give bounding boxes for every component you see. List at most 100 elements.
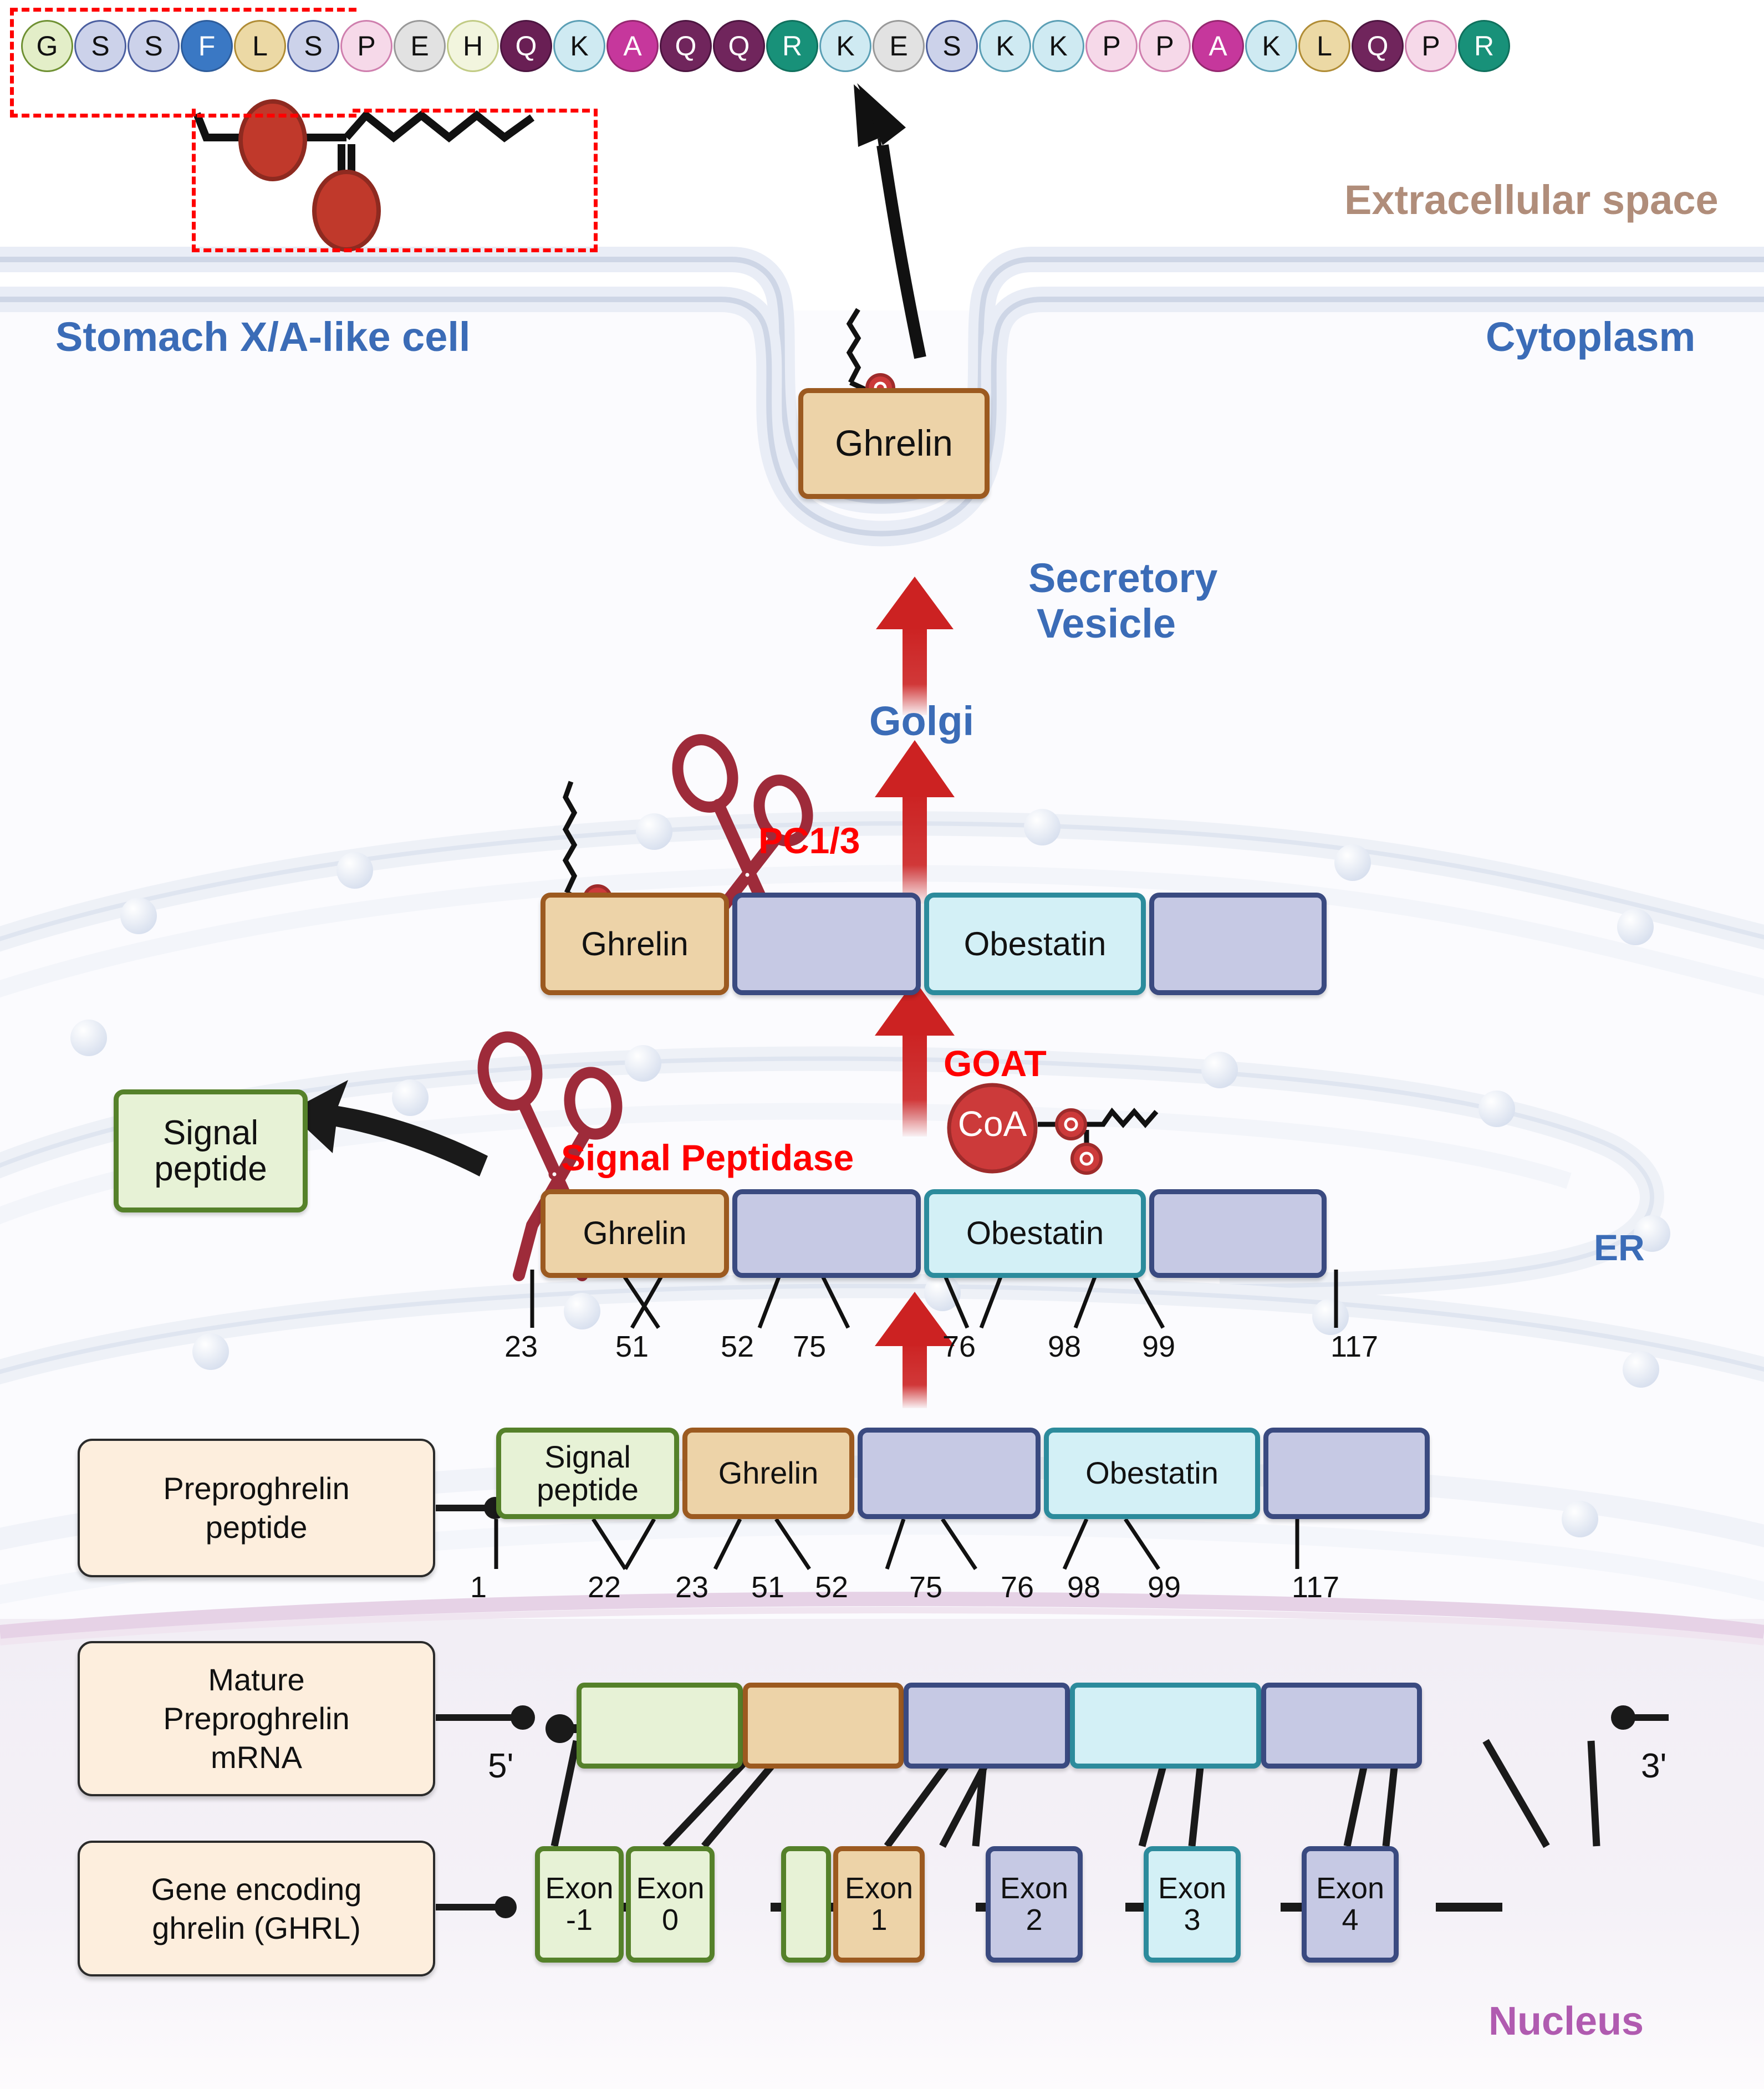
er-residue-number-75: 75 — [793, 1330, 827, 1363]
amino-acid-16: K — [819, 20, 871, 72]
amino-acid-13: Q — [660, 20, 712, 72]
amino-acid-22: P — [1139, 20, 1191, 72]
gene-exon-3 — [781, 1846, 831, 1963]
exon-label: Exon — [844, 1872, 914, 1905]
three-prime-label: 3' — [1641, 1747, 1667, 1785]
golgi-segment-4 — [1149, 893, 1327, 995]
gene-label-line2: ghrelin (GHRL) — [152, 1910, 361, 1945]
preproghrelin-residue-number-76: 76 — [1001, 1571, 1034, 1604]
gene-label-line1: Gene encoding — [151, 1871, 362, 1907]
golgi-segment-2 — [732, 893, 921, 995]
segment-label: Signal — [544, 1439, 631, 1474]
exon-label: Exon — [1000, 1872, 1069, 1905]
er-residue-number-23: 23 — [504, 1330, 538, 1363]
signal-peptide-line1: Signal — [162, 1113, 259, 1152]
ser3-highlight-box — [10, 8, 356, 118]
label-goat: GOAT — [944, 1043, 1047, 1084]
label-extracellular-space: Extracellular space — [1344, 177, 1719, 223]
er-residue-number-117: 117 — [1330, 1330, 1379, 1363]
mrna-segment-3 — [904, 1683, 1070, 1769]
released-signal-peptide-box: Signal peptide — [114, 1089, 308, 1212]
gene-exon-1: Exon-1 — [535, 1846, 624, 1963]
er-residue-number-98: 98 — [1048, 1330, 1082, 1363]
label-nucleus: Nucleus — [1488, 1999, 1644, 2044]
exon-label: Exon — [545, 1872, 614, 1905]
preproghrelin-residue-number-51: 51 — [751, 1571, 785, 1604]
amino-acid-11: K — [553, 20, 605, 72]
amino-acid-7: P — [340, 20, 392, 72]
preproghrelin-label-line1: Preproghrelin — [163, 1471, 350, 1506]
preproghrelin-segment-3 — [858, 1428, 1041, 1519]
amino-acid-10: Q — [500, 20, 552, 72]
mrna-segment-1 — [577, 1683, 743, 1769]
amino-acid-26: Q — [1352, 20, 1404, 72]
amino-acid-20: K — [1032, 20, 1084, 72]
amino-acid-24: K — [1245, 20, 1297, 72]
exon-label: Exon — [1158, 1872, 1227, 1905]
exon-label: Exon — [636, 1872, 705, 1905]
amino-acid-6: S — [287, 20, 339, 72]
exon-number: 0 — [661, 1903, 679, 1937]
label-signal-peptidase: Signal Peptidase — [561, 1137, 854, 1178]
exon-number: -1 — [565, 1903, 593, 1937]
segment-label: Ghrelin — [718, 1455, 819, 1491]
amino-acid-5: L — [234, 20, 286, 72]
amino-acid-21: P — [1085, 20, 1138, 72]
amino-acid-17: E — [873, 20, 925, 72]
cytoplasm-background — [0, 310, 1764, 1807]
mrna-segment-4 — [1070, 1683, 1261, 1769]
mrna-segment-2 — [743, 1683, 904, 1769]
er-residue-number-99: 99 — [1142, 1330, 1176, 1363]
preproghrelin-residue-number-52: 52 — [815, 1571, 849, 1604]
preproghrelin-residue-number-99: 99 — [1148, 1571, 1181, 1604]
label-secretory-vesicle-line2: Vesicle — [1037, 600, 1176, 646]
label-stomach-cell: Stomach X/A-like cell — [55, 314, 471, 360]
segment-label-2: peptide — [537, 1471, 639, 1507]
preproghrelin-label-box: Preproghrelin peptide — [78, 1439, 435, 1577]
label-er: ER — [1594, 1227, 1645, 1268]
amino-acid-9: H — [447, 20, 499, 72]
amino-acid-3: S — [128, 20, 180, 72]
preproghrelin-residue-number-23: 23 — [675, 1571, 709, 1604]
label-pc13: PC1/3 — [758, 820, 860, 861]
er-segment-3: Obestatin — [924, 1189, 1146, 1278]
amino-acid-27: P — [1405, 20, 1457, 72]
preproghrelin-residue-number-1: 1 — [470, 1571, 487, 1604]
exon-number: 2 — [1026, 1903, 1043, 1937]
amino-acid-4: F — [181, 20, 233, 72]
mrna-segment-row — [577, 1683, 1422, 1769]
er-segment-1: Ghrelin — [541, 1189, 729, 1278]
er-residue-number-76: 76 — [942, 1330, 976, 1363]
er-segment-4 — [1149, 1189, 1327, 1278]
mrna-label-box: Mature Preproghrelin mRNA — [78, 1641, 435, 1796]
preproghrelin-residue-number-75: 75 — [909, 1571, 943, 1604]
amino-acid-8: E — [394, 20, 446, 72]
preproghrelin-residue-number-98: 98 — [1067, 1571, 1101, 1604]
preproghrelin-segment-4: Obestatin — [1044, 1428, 1260, 1519]
preproghrelin-segment-2: Ghrelin — [682, 1428, 854, 1519]
preproghrelin-residue-number-117: 117 — [1292, 1571, 1340, 1604]
amino-acid-12: A — [606, 20, 659, 72]
segment-label: Obestatin — [1085, 1455, 1219, 1491]
amino-acid-25: L — [1298, 20, 1350, 72]
er-segment-2 — [732, 1189, 921, 1278]
amino-acid-23: A — [1192, 20, 1244, 72]
golgi-segment-1: Ghrelin — [541, 893, 729, 995]
label-cytoplasm: Cytoplasm — [1486, 314, 1696, 360]
label-golgi: Golgi — [869, 698, 975, 744]
amino-acid-28: R — [1458, 20, 1510, 72]
amino-acid-1: G — [21, 20, 73, 72]
er-residue-number-52: 52 — [721, 1330, 754, 1363]
amino-acid-19: K — [979, 20, 1031, 72]
amino-acid-18: S — [926, 20, 978, 72]
er-prohormone-row: Ghrelin Obestatin — [541, 1189, 1327, 1278]
